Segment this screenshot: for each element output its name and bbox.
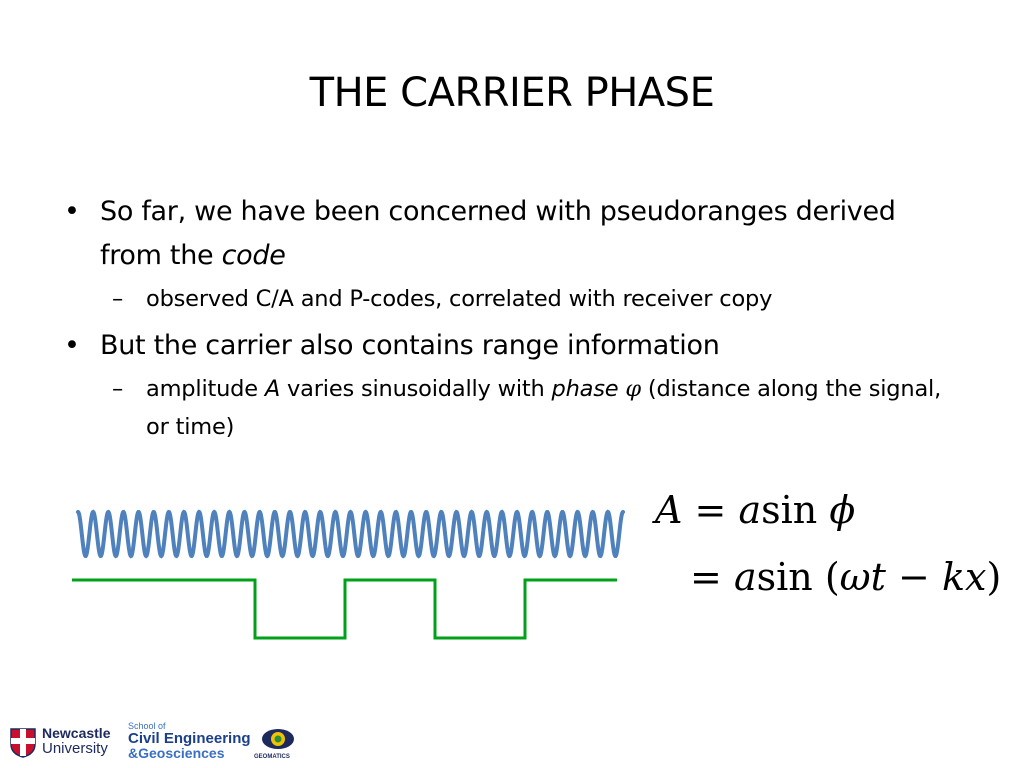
dash-marker: – bbox=[112, 376, 124, 402]
school-logo-text: School of Civil Engineering &Geosciences bbox=[128, 721, 251, 761]
bullet-list: • So far, we have been concerned with ps… bbox=[64, 190, 964, 446]
code-square-wave bbox=[72, 578, 617, 640]
footer-logos: Newcastle University School of Civil Eng… bbox=[8, 722, 298, 764]
eq2-a: a bbox=[733, 555, 757, 599]
newcastle-line2: University bbox=[42, 740, 108, 757]
eq2-omega: ω bbox=[839, 555, 871, 599]
civil-line: Civil Engineering bbox=[128, 730, 251, 747]
eq2-kx: kx bbox=[941, 555, 987, 599]
subbullet-text: observed C/A and P-codes, correlated wit… bbox=[146, 286, 773, 312]
eq-phi: ϕ bbox=[829, 488, 856, 532]
eq2-minus: − bbox=[898, 555, 930, 599]
eq-equals: = bbox=[694, 488, 727, 532]
slide-title: THE CARRIER PHASE bbox=[309, 70, 715, 116]
bullet-text: But the carrier also contains range info… bbox=[100, 330, 720, 361]
subbullet-text-1: amplitude bbox=[146, 376, 258, 402]
newcastle-logo-text: Newcastle University bbox=[42, 725, 111, 757]
newcastle-shield-icon bbox=[10, 728, 36, 758]
eq2-t: t bbox=[870, 555, 886, 599]
bullet-marker: • bbox=[64, 196, 80, 227]
eq-a: a bbox=[738, 488, 762, 532]
bullet-emphasis-code: code bbox=[221, 240, 286, 271]
eq2-equals: = bbox=[690, 555, 722, 599]
newcastle-line1: Newcastle bbox=[42, 725, 111, 741]
eq2-sin: sin bbox=[756, 555, 813, 599]
school-line: School of bbox=[128, 721, 166, 731]
equation-expanded: = asin (ωt − kx) bbox=[690, 555, 1024, 599]
bullet-marker: • bbox=[64, 330, 80, 361]
subbullet-text-2: varies sinusoidally with bbox=[287, 376, 545, 402]
geosciences-line: &Geosciences bbox=[128, 745, 225, 761]
carrier-wave bbox=[76, 509, 625, 559]
bullet-pseudoranges: • So far, we have been concerned with ps… bbox=[64, 190, 964, 278]
subbullet-text-3: (distance along the signal, or time) bbox=[146, 376, 942, 440]
subbullet-amplitude: – amplitude A varies sinusoidally with p… bbox=[64, 370, 964, 446]
eq-lhs: A bbox=[655, 488, 683, 532]
subbullet-codes: – observed C/A and P-codes, correlated w… bbox=[64, 280, 964, 318]
bullet-text: So far, we have been concerned with pseu… bbox=[100, 196, 896, 271]
geomatics-eye-icon bbox=[262, 729, 294, 749]
subbullet-var-a: A bbox=[264, 376, 281, 402]
dash-marker: – bbox=[112, 286, 124, 312]
geomatics-label: GEOMATICS bbox=[254, 754, 290, 760]
subbullet-emphasis-phase: phase bbox=[551, 376, 619, 402]
phi-symbol: φ bbox=[625, 376, 641, 402]
eq-sin: sin bbox=[761, 488, 818, 532]
bullet-carrier: • But the carrier also contains range in… bbox=[64, 324, 964, 368]
equation-amplitude: A = asin ϕ bbox=[655, 488, 995, 532]
eq2-open-paren: ( bbox=[824, 555, 840, 599]
eq2-close-paren: ) bbox=[986, 555, 1002, 599]
